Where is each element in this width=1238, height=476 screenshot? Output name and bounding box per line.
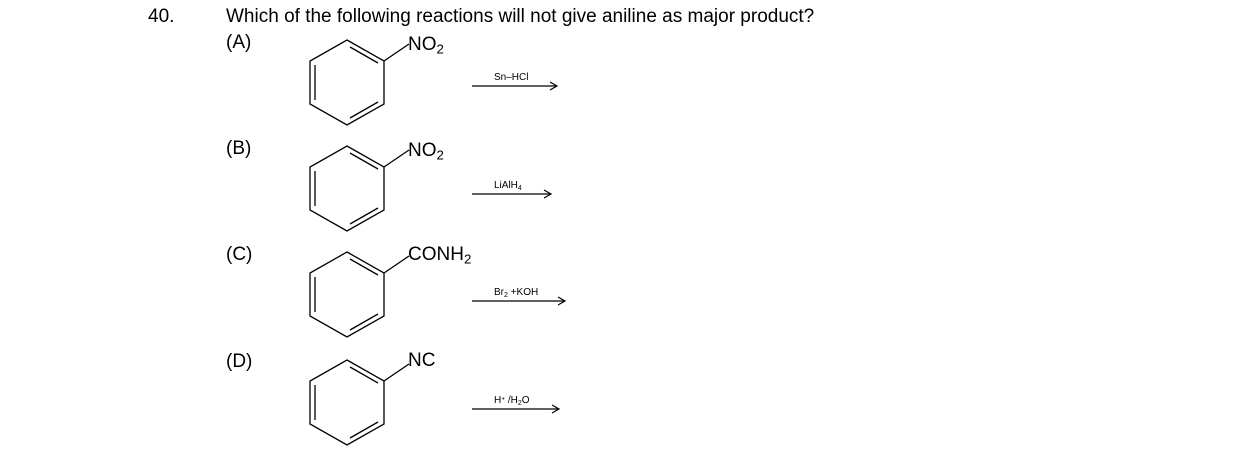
- option-b: (B) NO2 LiAlH4: [0, 0, 1238, 232]
- option-label: (A): [226, 32, 252, 53]
- substituent-label: NC: [408, 350, 436, 371]
- option-label: (C): [226, 244, 253, 265]
- option-label: (B): [226, 138, 252, 159]
- reagent-label: Br2 +KOH: [494, 287, 539, 299]
- option-a: (A) NO2 Sn–HCl: [0, 0, 1238, 126]
- reaction-arrow-icon: [472, 81, 559, 91]
- option-c: (C) CONH2 Br2 +KOH: [0, 0, 1238, 338]
- substituent-label: CONH2: [408, 244, 472, 267]
- benzene-ring-icon: [309, 359, 410, 446]
- reagent-label: LiAlH4: [494, 180, 522, 192]
- substituent-label: NO2: [408, 140, 444, 163]
- benzene-ring-icon: [309, 251, 410, 338]
- benzene-ring-icon: [309, 39, 410, 126]
- substituent-label: NO2: [408, 34, 444, 57]
- reaction-arrow-icon: [472, 404, 561, 414]
- reagent-label: Sn–HCl: [494, 72, 529, 83]
- benzene-ring-icon: [309, 145, 410, 232]
- option-d: (D) NC H+ /H2O: [0, 0, 1238, 446]
- question-text: Which of the following reactions will no…: [226, 6, 815, 27]
- reagent-label: H+ /H2O: [494, 395, 530, 407]
- reaction-arrow-icon: [472, 189, 553, 199]
- option-label: (D): [226, 351, 253, 372]
- reaction-arrow-icon: [472, 296, 567, 306]
- question-number: 40.: [148, 6, 175, 27]
